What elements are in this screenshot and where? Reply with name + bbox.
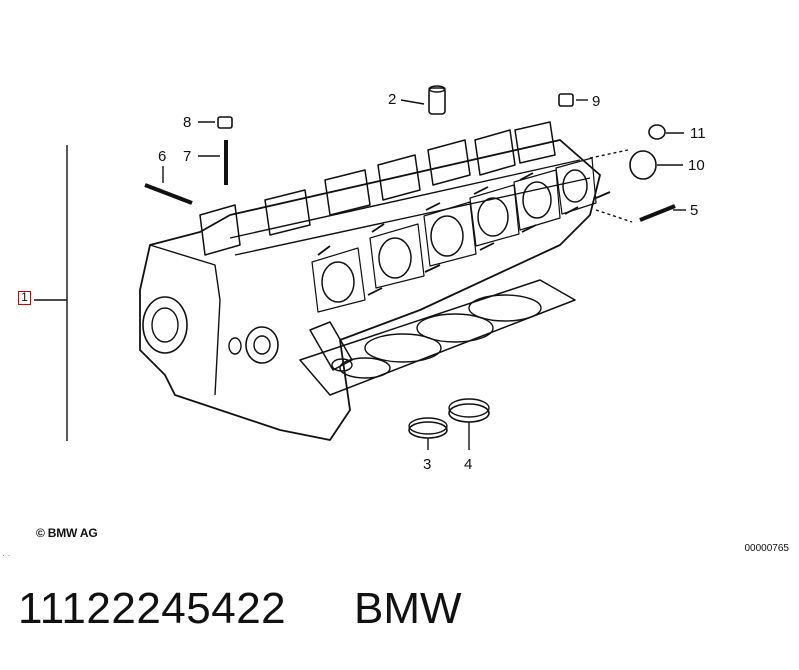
part-9-plug	[558, 93, 574, 107]
gasket-bore	[416, 313, 494, 343]
brand-name: BMW	[354, 584, 462, 633]
callout-3: 3	[423, 456, 431, 473]
gasket-bore	[364, 333, 442, 363]
callout-6: 6	[158, 148, 166, 165]
part-10-cap	[629, 150, 657, 180]
part-4-ring	[448, 403, 490, 423]
cylinder-head-body	[139, 139, 601, 441]
gasket-outline	[299, 279, 576, 396]
part-number: 11122245422	[18, 584, 287, 633]
part-6-stud	[144, 183, 193, 205]
figure-id: 00000765	[744, 543, 790, 554]
part-4-ring-top	[448, 398, 490, 418]
callout-2: 2	[388, 91, 396, 108]
copyright-notice: © BMW AG	[36, 526, 98, 540]
cylinder-head-diagram: 2 9 8 7 6 11 10 5 3 4	[34, 85, 706, 473]
front-bore-inner	[151, 307, 179, 343]
part-2-sleeve	[428, 87, 446, 115]
part-3-ring-top	[408, 417, 448, 435]
deck-line	[234, 177, 591, 256]
edge-dots: · ·	[2, 550, 11, 560]
side-boss	[245, 326, 279, 364]
gasket-bore	[468, 294, 542, 322]
callout-1[interactable]: 1	[18, 291, 31, 305]
part-3-ring	[408, 421, 448, 439]
port-flanges	[311, 157, 597, 313]
part-5-stud	[639, 204, 676, 222]
callout-11: 11	[690, 125, 706, 142]
intake-ports	[321, 169, 588, 303]
spigot-end	[331, 358, 353, 372]
spigot	[309, 321, 353, 371]
projection-line	[595, 209, 633, 223]
gasket-bore	[339, 357, 391, 379]
leader-line-2	[400, 99, 425, 105]
callout-10: 10	[688, 157, 705, 174]
port-studs	[317, 172, 611, 296]
part-11-plug	[648, 124, 666, 140]
deck-line	[229, 159, 581, 239]
front-face	[149, 244, 221, 396]
front-bore	[142, 296, 188, 354]
callout-9: 9	[592, 93, 600, 110]
small-boss	[228, 337, 242, 355]
projection-line	[589, 149, 629, 159]
callout-4: 4	[464, 456, 472, 473]
side-boss-inner	[253, 335, 271, 355]
callout-8: 8	[183, 114, 191, 131]
part-8-nut	[217, 116, 233, 129]
part-2-top	[428, 85, 446, 93]
cam-towers	[199, 121, 556, 256]
callout-7: 7	[183, 148, 191, 165]
callout-5: 5	[690, 202, 698, 219]
